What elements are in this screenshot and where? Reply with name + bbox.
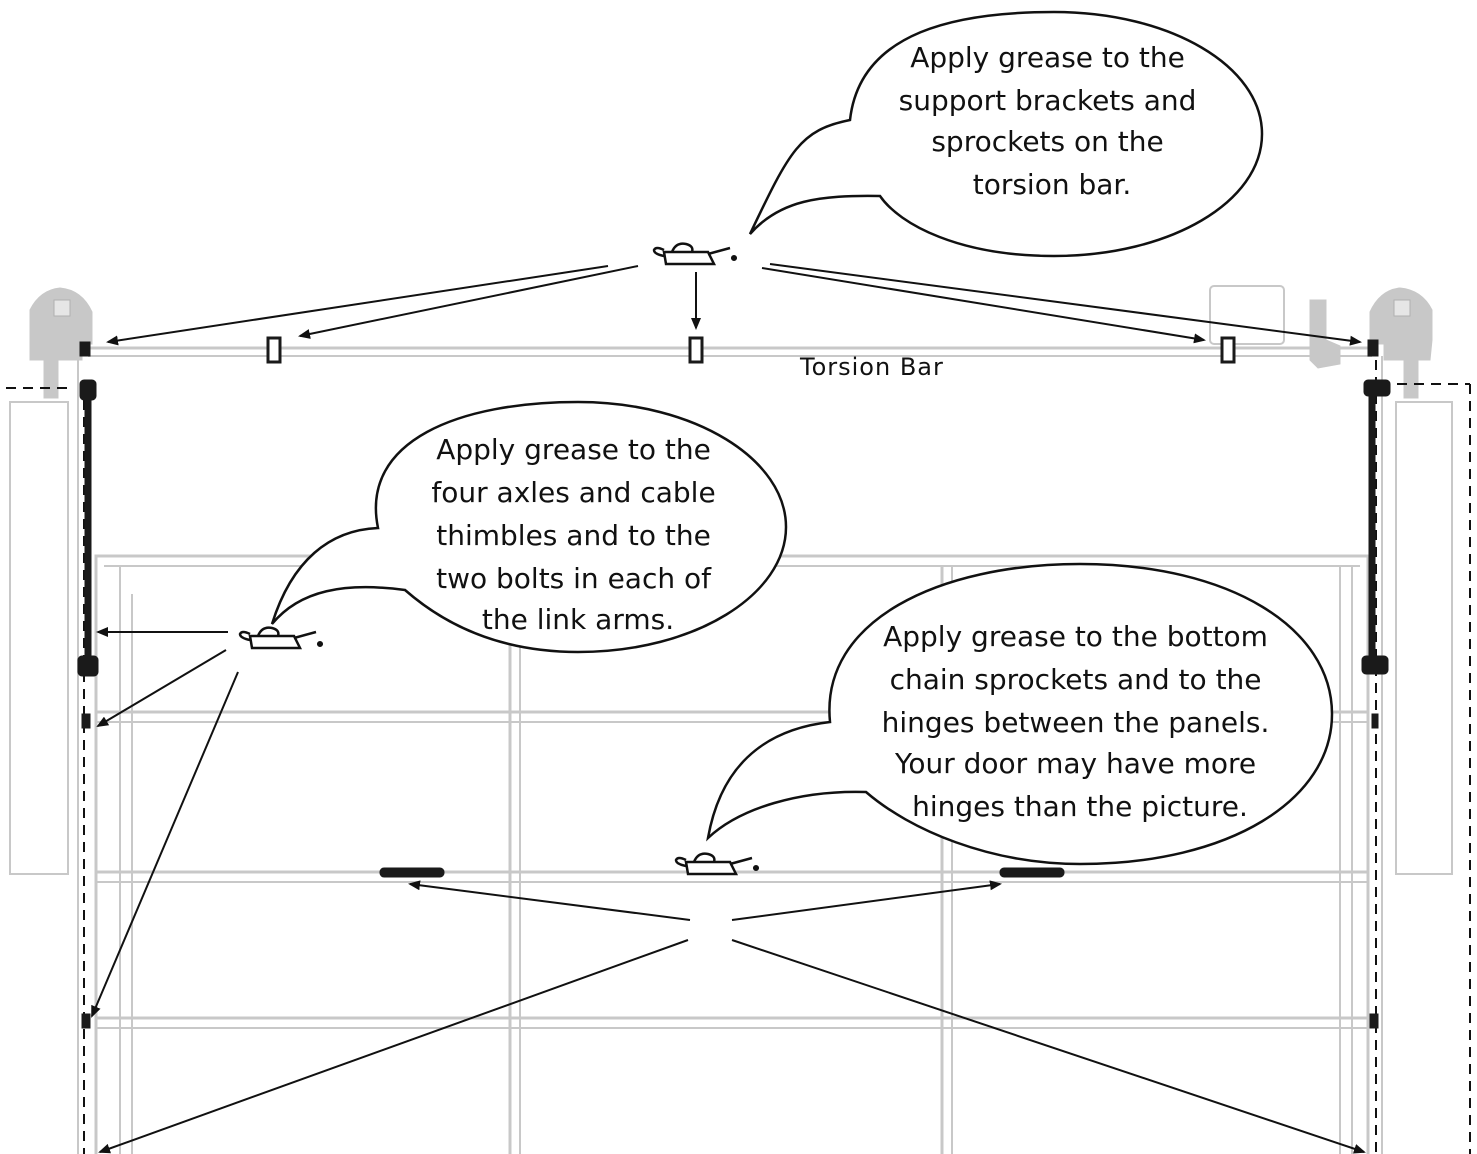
garage-door bbox=[9, 285, 1453, 1154]
sprocket-bracket bbox=[266, 336, 282, 364]
tracks bbox=[77, 336, 1391, 1029]
callout-bubble bbox=[706, 562, 1334, 866]
callout-line: Apply grease to the bbox=[436, 433, 711, 466]
callout-line: Apply grease to the bbox=[910, 41, 1185, 74]
callout-line: four axles and cable bbox=[431, 476, 715, 509]
axle-point bbox=[81, 713, 91, 729]
left-top-bracket bbox=[29, 287, 93, 399]
dashed-outline bbox=[6, 360, 1471, 1154]
torsion-bar-label: Torsion Bar bbox=[799, 353, 944, 381]
oil-can-icon bbox=[674, 852, 760, 876]
callout-line: hinges than the picture. bbox=[912, 790, 1248, 823]
callout-line: thimbles and to the bbox=[436, 519, 711, 552]
callout-line: Your door may have more bbox=[894, 747, 1256, 780]
sprocket-bracket bbox=[1220, 336, 1236, 364]
arrows bbox=[91, 263, 1366, 1154]
callout-line: sprockets on the bbox=[931, 125, 1163, 158]
right-jamb bbox=[1395, 401, 1453, 875]
svg-text:Apply grease to the bottom: Apply grease to the bottom chain sprocke… bbox=[882, 620, 1279, 823]
left-jamb bbox=[9, 401, 69, 875]
callout-line: two bolts in each of bbox=[436, 562, 712, 595]
axle-point bbox=[1369, 1013, 1379, 1029]
oil-can-icon bbox=[238, 626, 324, 650]
axle-point bbox=[81, 1013, 91, 1029]
hinge bbox=[379, 867, 445, 878]
svg-text:Apply grease to the supp: Apply grease to the support brackets and… bbox=[899, 41, 1206, 201]
callout-line: Apply grease to the bottom bbox=[883, 620, 1268, 653]
callout-line: torsion bar. bbox=[973, 168, 1132, 201]
hinge bbox=[999, 867, 1065, 878]
oil-can-icon bbox=[652, 242, 738, 266]
control-box bbox=[1209, 285, 1285, 345]
callout-torsion-bar: Apply grease to the support brackets and… bbox=[748, 10, 1264, 258]
callout-bubble bbox=[270, 400, 788, 654]
callout-bubble bbox=[748, 10, 1264, 258]
callout-line: the link arms. bbox=[482, 603, 674, 636]
callout-hinges: Apply grease to the bottom chain sprocke… bbox=[706, 562, 1334, 866]
callout-axles: Apply grease to the four axles and cable… bbox=[270, 400, 788, 654]
axle-point bbox=[1371, 713, 1379, 729]
sprocket-bracket bbox=[688, 336, 704, 364]
callout-line: chain sprockets and to the bbox=[890, 663, 1262, 696]
callout-line: hinges between the panels. bbox=[882, 706, 1270, 739]
svg-text:Apply grease to the four: Apply grease to the four axles and cable… bbox=[431, 433, 724, 636]
callout-line: support brackets and bbox=[899, 84, 1197, 117]
right-top-bracket bbox=[1309, 287, 1433, 399]
